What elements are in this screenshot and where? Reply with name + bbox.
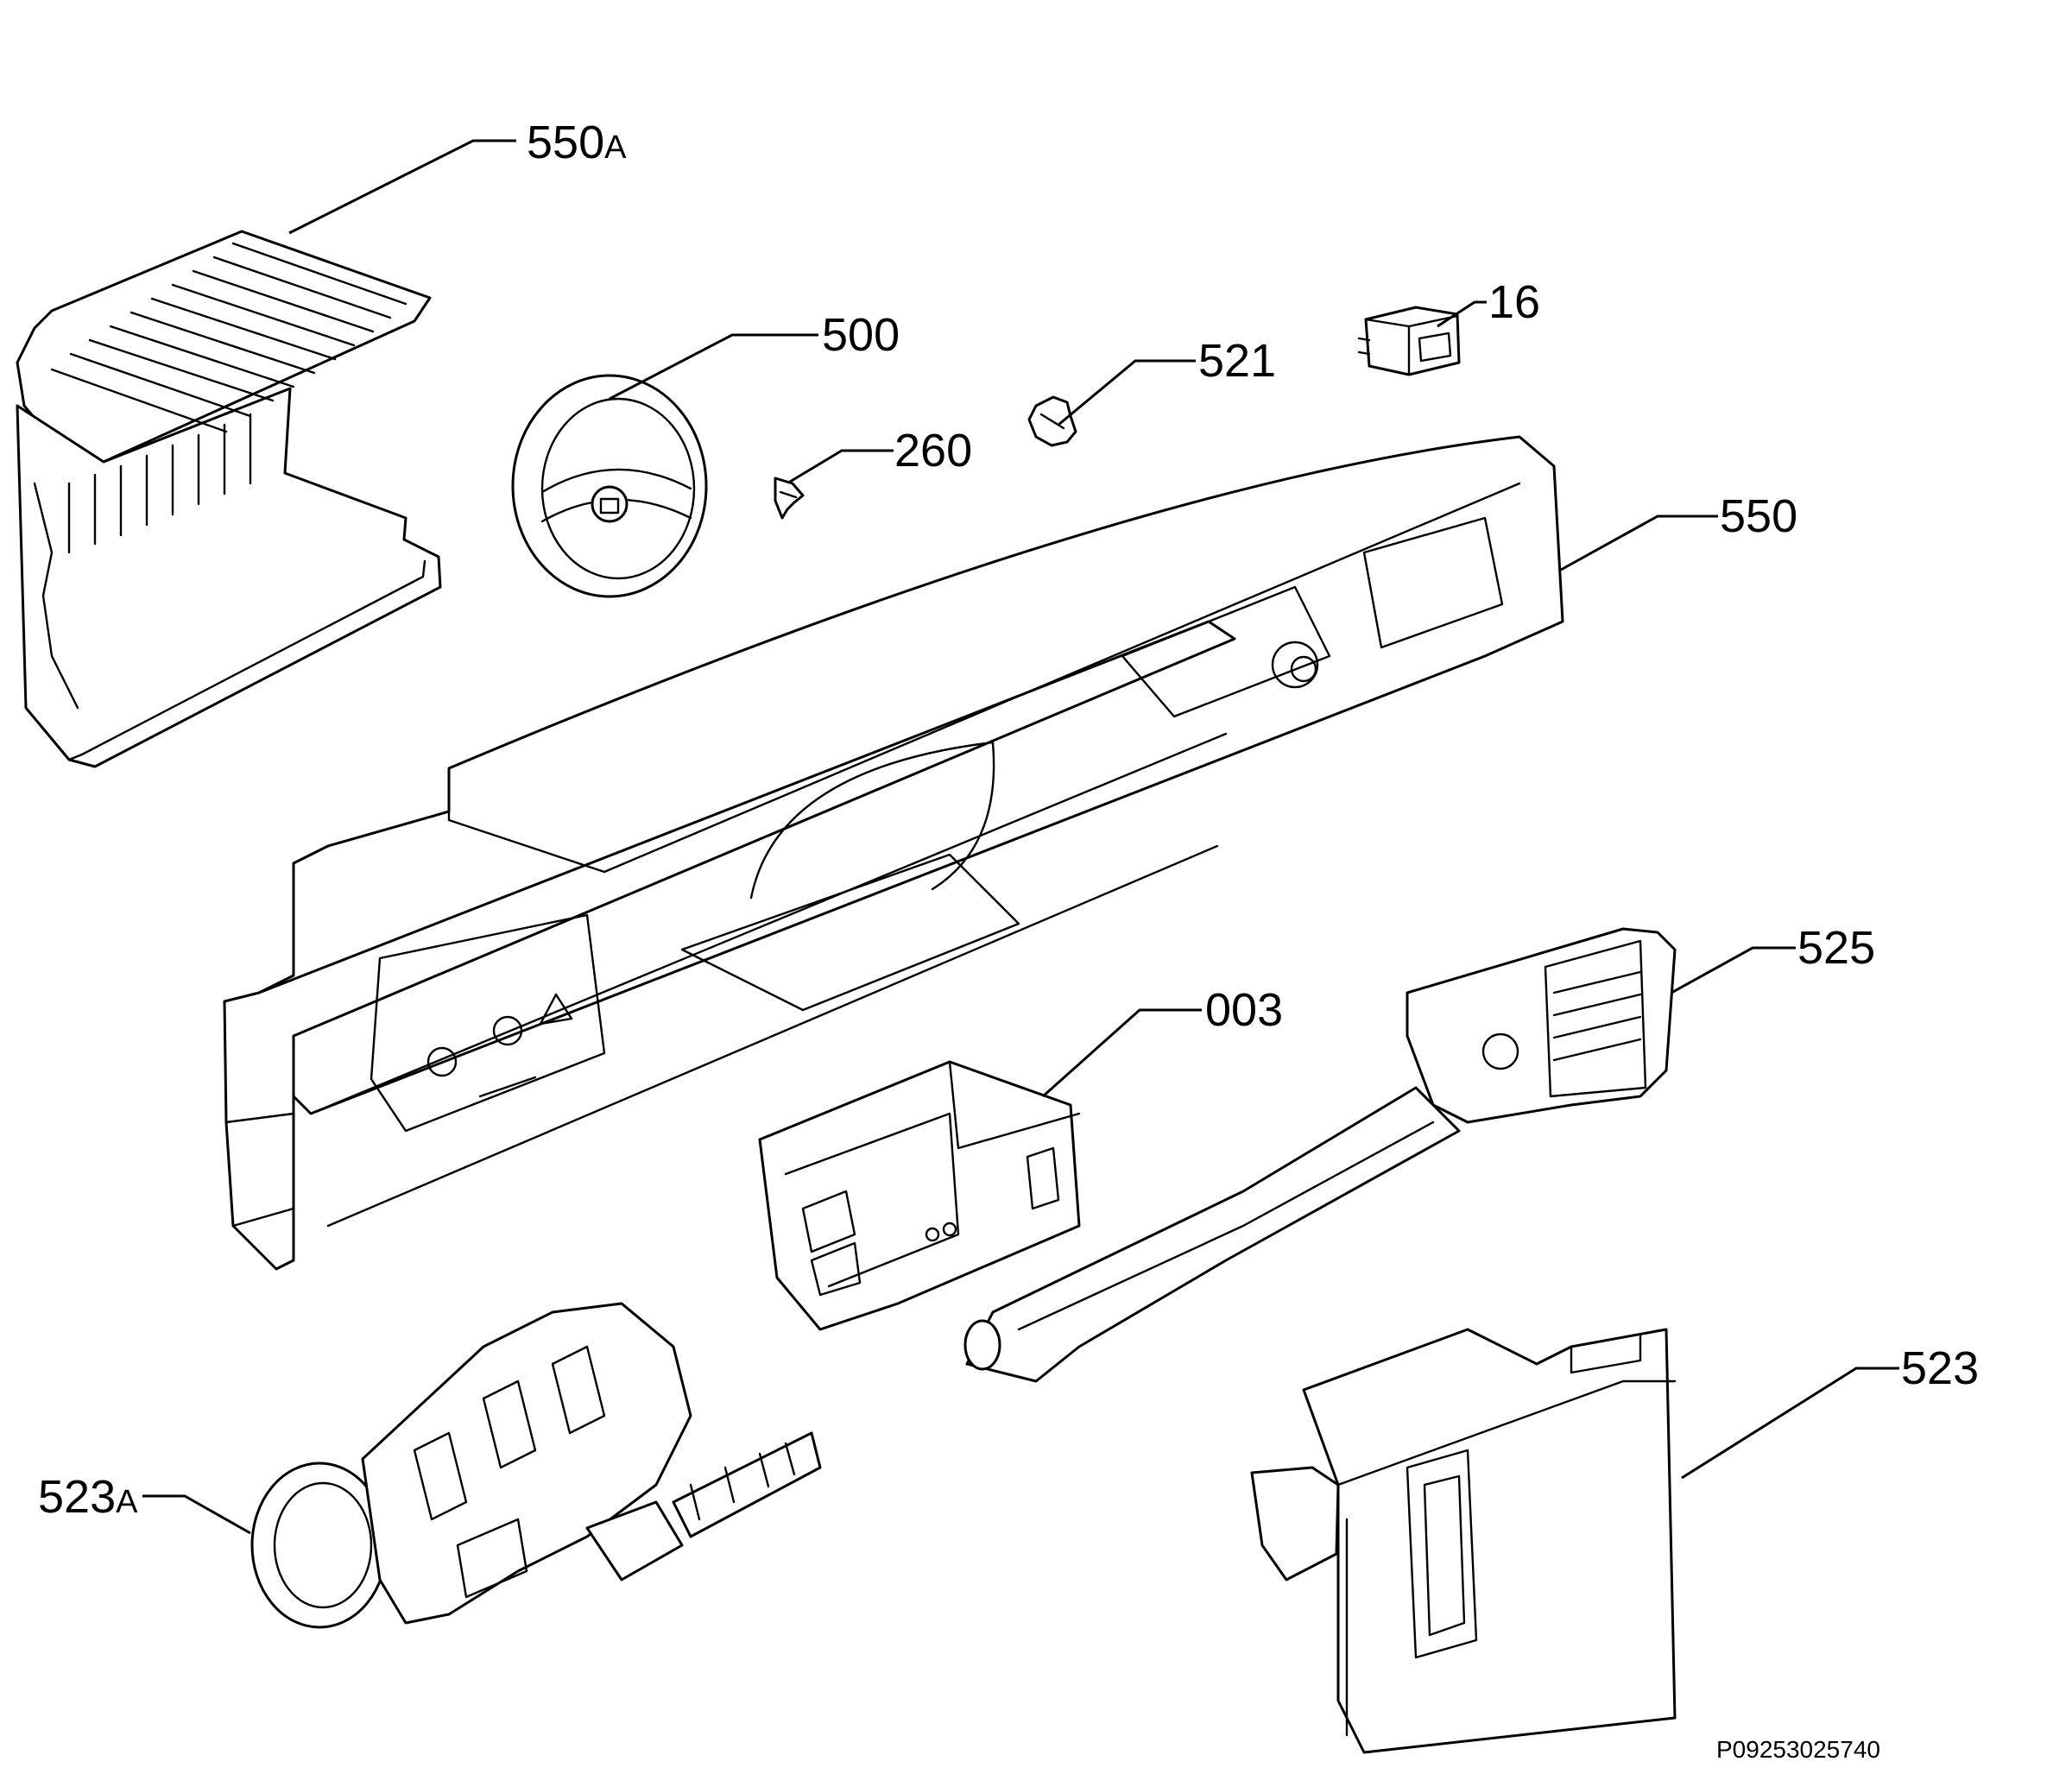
leader-16 — [1437, 300, 1487, 328]
part-550-control-housing — [223, 435, 1564, 1271]
part-003-thermostat — [758, 1060, 1081, 1331]
leader-550 — [1560, 515, 1718, 571]
leader-lines — [142, 139, 1899, 1535]
leader-003 — [1042, 1008, 1202, 1098]
drawing-code: P09253025740 — [1716, 1736, 1880, 1763]
leader-521 — [1058, 359, 1196, 426]
callout-550: 550 — [1720, 490, 1797, 542]
leader-500 — [609, 333, 818, 401]
part-521-lamp-clip — [1027, 395, 1077, 447]
leader-523a — [142, 1494, 251, 1535]
leader-525 — [1671, 946, 1796, 994]
callout-525: 525 — [1797, 922, 1875, 974]
callout-550a: 550A — [527, 117, 627, 168]
part-260-clip — [774, 477, 805, 520]
part-523-cover-panel — [1250, 1328, 1677, 1754]
callout-521: 521 — [1198, 335, 1276, 387]
vent-slots — [50, 242, 407, 433]
part-525-light-cover — [963, 927, 1677, 1383]
callout-500: 500 — [822, 309, 900, 361]
callout-003: 003 — [1205, 984, 1283, 1036]
leader-260 — [789, 449, 894, 483]
part-16-switch — [1357, 306, 1461, 376]
vent-fins — [67, 413, 252, 554]
leader-550a — [288, 139, 516, 235]
callout-16: 16 — [1488, 276, 1540, 328]
part-523a-lamp-housing — [250, 1302, 822, 1629]
callout-523: 523 — [1901, 1342, 1979, 1394]
callout-260: 260 — [894, 425, 972, 477]
leader-523 — [1681, 1367, 1899, 1480]
callout-523a: 523A — [38, 1471, 138, 1523]
part-550a-vent-cover — [16, 230, 442, 768]
part-500-knob — [511, 374, 708, 598]
